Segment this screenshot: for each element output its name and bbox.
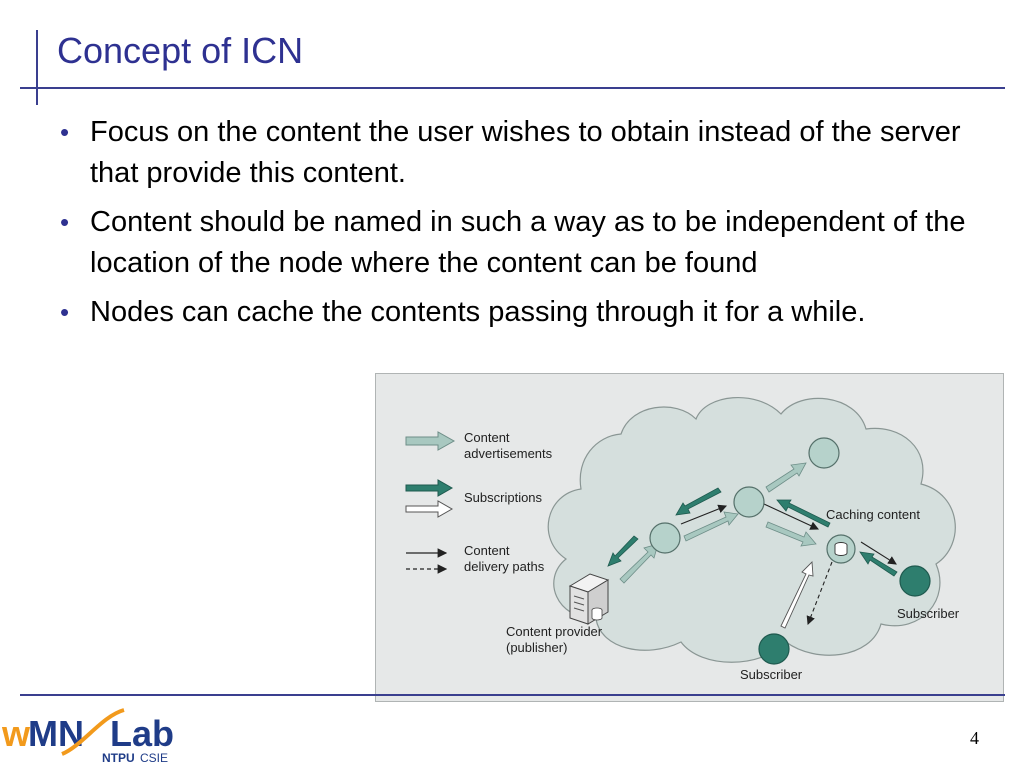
- router-node: [808, 437, 840, 469]
- subscription-arrow: [859, 551, 898, 577]
- bullet-item: Focus on the content the user wishes to …: [58, 112, 978, 194]
- slide-title: Concept of ICN: [57, 30, 304, 71]
- subscription-arrow: [776, 499, 831, 528]
- bullet-item: Content should be named in such a way as…: [58, 202, 978, 284]
- caching-content-label: Caching content: [826, 507, 920, 522]
- legend-advertisements-label-2: advertisements: [464, 446, 553, 461]
- logo-w: w: [2, 713, 31, 754]
- subscriber-bottom-label: Subscriber: [740, 667, 803, 682]
- title-accent-vertical-rule: [36, 30, 38, 105]
- legend-delivery-label-1: Content: [464, 543, 510, 558]
- wmnlab-logo-svg: w MN Lab NTPU CSIE: [1, 708, 174, 765]
- cache-database-icon-body: [834, 545, 848, 556]
- subscription-arrow: [607, 535, 639, 567]
- bullet-item: Nodes can cache the contents passing thr…: [58, 292, 978, 333]
- icn-diagram-svg: Content advertisements Subscriptions Con…: [405, 396, 960, 682]
- content-provider-label-1: Content provider: [506, 624, 603, 639]
- legend-subscription-white-arrow: [405, 500, 454, 518]
- title-underline-rule: [20, 87, 1005, 89]
- subscriber-node-right: [899, 565, 931, 597]
- subscriber-node-bottom: [758, 633, 790, 665]
- subscription-white-arrow: [780, 560, 814, 629]
- advertisement-arrow: [619, 543, 659, 584]
- legend-subscription-dark-arrow: [405, 479, 454, 497]
- advertisement-arrow: [765, 521, 817, 547]
- icn-diagram: Content advertisements Subscriptions Con…: [375, 373, 1004, 702]
- logo-ntpu: NTPU: [102, 751, 135, 765]
- router-node: [733, 486, 765, 518]
- advertisement-arrow: [683, 511, 739, 542]
- delivery-path-solid: [763, 503, 819, 530]
- legend-subscriptions-label: Subscriptions: [464, 490, 543, 505]
- delivery-path-solid: [680, 504, 728, 525]
- legend-advertisements-label-1: Content: [464, 430, 510, 445]
- wmnlab-logo: w MN Lab NTPU CSIE: [1, 706, 202, 768]
- content-provider-label-2: (publisher): [506, 640, 567, 655]
- logo-csie: CSIE: [140, 751, 168, 765]
- subscriber-right-label: Subscriber: [897, 606, 960, 621]
- bullet-list: Focus on the content the user wishes to …: [58, 112, 978, 341]
- subscription-arrow: [675, 487, 722, 516]
- page-number: 4: [970, 728, 979, 748]
- server-icon: [568, 573, 610, 625]
- legend-advertisement-arrow: [405, 431, 456, 451]
- legend-delivery-label-2: delivery paths: [464, 559, 545, 574]
- logo-swoosh: [61, 708, 125, 756]
- delivery-path-solid: [860, 541, 897, 565]
- network-cloud: [547, 396, 956, 663]
- logo-lab: Lab: [110, 713, 174, 754]
- advertisement-arrow: [765, 462, 807, 493]
- footer-rule: [20, 694, 1005, 696]
- router-node: [649, 522, 681, 554]
